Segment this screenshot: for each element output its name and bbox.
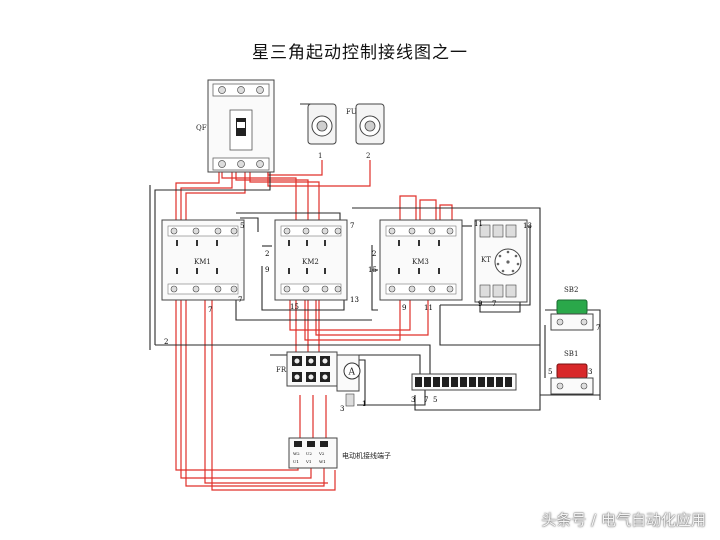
sb1-wire-5: 5	[548, 368, 552, 376]
km3-label: KM3	[412, 258, 429, 266]
breaker-label: QF	[196, 124, 207, 132]
contactor-km2: KM2 7 2 9 13 15	[265, 219, 359, 311]
ammeter: A	[343, 362, 361, 380]
watermark: 头条号 / 电气自动化应用	[541, 511, 706, 529]
fuse-fu: FU 1 2	[300, 103, 385, 160]
kt-wire-7: 7	[492, 300, 496, 308]
push-button-sb1: SB1 5 3	[548, 350, 594, 395]
fr-wire-3: 3	[340, 405, 344, 413]
fuse-terminal-1: 1	[318, 152, 322, 160]
km1-wire-2: 2	[164, 338, 168, 346]
km3-wire-15: 15	[368, 266, 377, 274]
kt-label: KT	[481, 256, 491, 264]
thermal-relay-fr: FR 3 1	[276, 351, 366, 413]
ammeter-label: A	[348, 368, 356, 378]
sb1-label: SB1	[564, 350, 578, 358]
circuit-breaker-qf: QF	[196, 79, 275, 173]
motor-terminal-v1: V1	[305, 459, 311, 464]
motor-terminal-v2: V2	[318, 451, 325, 456]
motor-terminal-box: W2 U2 V2 U1 V1 W1 电动机接线端子	[288, 437, 391, 469]
fuse-terminal-2: 2	[366, 152, 370, 160]
km3-wire-11: 11	[424, 304, 433, 312]
km2-wire-13: 13	[350, 296, 359, 304]
km2-label: KM2	[302, 258, 319, 266]
fr-label: FR	[276, 366, 287, 374]
km3-wire-2: 2	[372, 250, 376, 258]
motor-terminal-u2: U2	[306, 451, 312, 456]
km1-wire-7: 7	[238, 296, 242, 304]
terminal-block: 3 7 5	[411, 373, 517, 404]
motor-terminal-w2: W2	[293, 451, 300, 456]
fr-wire-1: 1	[362, 400, 366, 408]
km2-wire-7: 7	[350, 222, 354, 230]
kt-wire-13: 13	[523, 222, 532, 230]
km1-wire-5: 5	[240, 222, 244, 230]
kt-wire-9: 9	[478, 300, 482, 308]
kt-wire-11: 11	[474, 220, 483, 228]
tb-wire-3: 3	[411, 396, 415, 404]
timer-relay-kt: KT 11 13 9 7	[474, 219, 532, 308]
motor-terminal-w1: W1	[319, 459, 326, 464]
tb-wire-7: 7	[424, 396, 428, 404]
sb2-label: SB2	[564, 286, 578, 294]
diagram-title: 星三角起动控制接线图之一	[252, 43, 468, 63]
sb2-wire-7: 7	[596, 324, 600, 332]
km3-wire-9: 9	[402, 304, 406, 312]
km2-wire-2: 2	[265, 250, 269, 258]
km1-wire-7b: 7	[208, 306, 212, 314]
tb-wire-5: 5	[433, 396, 437, 404]
contactor-km1: KM1 5 7 7 2	[161, 219, 245, 346]
km2-wire-9: 9	[265, 266, 269, 274]
km2-wire-15: 15	[290, 303, 299, 311]
contactor-km3: KM3 2 15 9 11	[368, 219, 463, 312]
sb1-wire-3: 3	[588, 368, 592, 376]
km1-label: KM1	[194, 258, 211, 266]
motor-terminal-u1: U1	[293, 459, 299, 464]
push-button-sb2: SB2 7	[550, 286, 600, 332]
fuse-label: FU	[346, 108, 357, 116]
motor-terminal-label: 电动机接线端子	[342, 451, 391, 460]
